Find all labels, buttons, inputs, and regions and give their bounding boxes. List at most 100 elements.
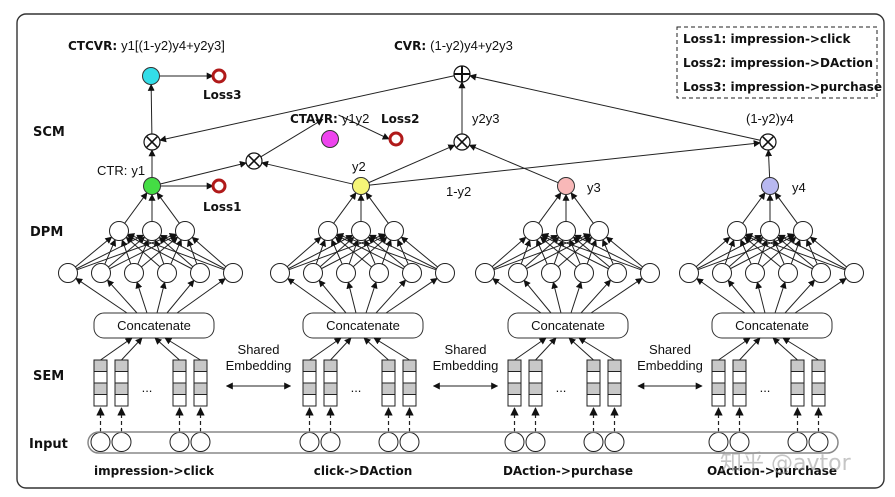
embedding-cell [93,394,108,407]
ctcvr-label: CTCVR:y1[(1-y2)y4+y2y3] [68,38,225,53]
embedding-cell [811,371,826,384]
edge-hidden-to-output [333,192,357,224]
ellipsis: ... [556,380,567,395]
hidden-node-layer1 [679,263,699,283]
multiply-icon [456,136,468,148]
multiply-node-y2-y4 [759,133,777,151]
multiply-icon [248,155,260,167]
hidden-node-layer2 [727,221,747,241]
edge-concat-to-hidden [346,281,357,314]
layer-label-sem: SEM [33,369,64,384]
embedding-vector [93,359,108,407]
embedding-cell [811,394,826,407]
embedding-cell [323,394,338,407]
embedding-vector [790,359,805,407]
plus-node-cvr [453,65,471,83]
edge-hidden-to-hidden [75,236,113,268]
embedding-cell [323,359,338,372]
output-node-y4 [761,177,779,195]
tower-4: Concatenate...OAction->purchase [679,177,864,478]
edge-concat-to-hidden [784,279,816,314]
edge-embedding-to-concat [100,337,133,361]
edge-hidden-to-hidden [573,234,642,270]
legend-item-loss1: Loss1: impression->click [683,32,851,46]
embedding-cell [381,394,396,407]
shared-embedding-label: Shared [238,342,280,357]
hidden-node-layer1 [712,263,732,283]
embedding-cell [507,382,522,395]
edge-concat-to-hidden [580,279,612,314]
embedding-cell [790,382,805,395]
concatenate-label: Concatenate [735,318,809,333]
edge-y2-to-ctavr-mult [261,160,353,185]
edge-hidden-to-hidden [777,234,846,270]
edge-hidden-to-hidden [744,234,813,270]
input-bar [87,431,839,454]
watermark: 知乎 @avtor [720,451,852,476]
input-feature-node [583,432,604,452]
embedding-cell [607,382,622,395]
edge-concat-to-hidden [570,281,583,314]
edge-concat-to-hidden [156,281,167,314]
input-feature-node [525,432,546,452]
embedding-cell [811,359,826,372]
embedding-cell [93,371,108,384]
ctavr-node [321,130,339,148]
edge-embedding-to-concat [578,337,615,361]
embedding-cell [607,371,622,384]
edge-ctavr-to-loss2 [338,114,390,140]
hidden-node-layer2 [760,221,780,241]
towers: Concatenate...impression->clickSharedEmb… [58,177,864,478]
concatenate-box [711,312,833,339]
concatenate-box [302,312,424,339]
input-feature-node [604,432,625,452]
edge-embedding-to-concat [568,337,594,361]
edge-hidden-to-hidden [520,239,531,265]
hidden-node-layer1 [223,263,243,283]
hidden-node-layer1 [574,263,594,283]
edge-hidden-to-hidden [315,239,326,265]
edge-hidden-to-hidden [368,234,437,270]
edge-concat-to-hidden [755,281,766,314]
embedding-cell [586,371,601,384]
shared-embedding-label: Shared [445,342,487,357]
edge-embedding-to-concat [739,337,761,361]
edge-hidden-to-hidden [125,236,161,268]
embedding-cell [586,359,601,372]
input-feature-node [787,432,808,452]
hidden-node-layer1 [58,263,78,283]
edge-concat-to-hidden [75,277,128,314]
edge-concat-to-hidden [106,279,138,314]
hidden-node-layer1 [811,263,831,283]
input-feature-node [399,432,420,452]
edge-concat-to-hidden [318,279,347,314]
edge-concat-to-hidden [135,281,148,314]
tower-3: Concatenate...DAction->purchase [475,177,660,478]
multiply-node-ctavr [245,152,263,170]
embedding-cell [732,394,747,407]
edge-concat-to-hidden [774,281,787,314]
edge-hidden-to-hidden [400,236,438,268]
edge-embedding-to-concat [772,337,798,361]
embedding-cell [711,371,726,384]
loss-legend: Loss1: impression->click Loss2: impressi… [676,26,882,99]
embedding-cell [114,394,129,407]
edge-1-minus-y2-to-mult [369,140,761,186]
hidden-node-layer2 [793,221,813,241]
edge-hidden-to-hidden [491,236,527,268]
embedding-cell [193,371,208,384]
concatenate-label: Concatenate [117,318,191,333]
embedding-cell [711,382,726,395]
edge-embedding-to-concat [330,337,352,361]
edge-hidden-to-hidden [745,233,846,271]
hidden-node-layer1 [844,263,864,283]
hidden-node-layer2 [589,221,609,241]
edge-hidden-to-output [570,192,594,224]
edge-hidden-to-output [538,192,562,224]
embedding-cell [402,382,417,395]
hidden-node-layer1 [124,263,144,283]
hidden-node-layer1 [190,263,210,283]
input-feature-node [729,432,750,452]
